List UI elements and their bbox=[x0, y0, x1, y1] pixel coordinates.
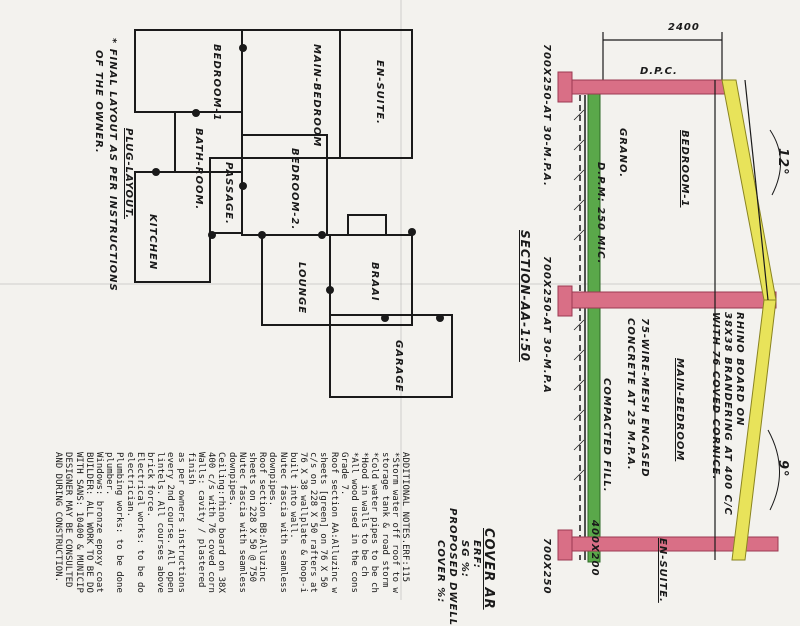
note-line: *Cold water pipes to be ch bbox=[369, 452, 380, 593]
note-line: sheets [green] on 76 X 50 bbox=[318, 452, 329, 588]
angle-arc-right bbox=[767, 429, 780, 511]
note-line: Nutec fascia with seamless bbox=[236, 452, 247, 593]
note-line: *Hood in walls to be ch bbox=[359, 452, 370, 577]
note-line: every 2nd course. All open bbox=[165, 452, 176, 593]
note-line: Plumbing works: to be done bbox=[114, 452, 125, 593]
plug-point bbox=[239, 44, 247, 52]
note-line: brick force. bbox=[145, 452, 155, 518]
room-garage bbox=[329, 314, 453, 398]
note-line: *All wood used in the cons bbox=[349, 452, 359, 593]
plug-point bbox=[258, 231, 266, 239]
plug-point bbox=[239, 182, 247, 190]
plug-point bbox=[381, 314, 389, 322]
concrete-line-2: CONCRETE AT 25 M.P.A. bbox=[625, 318, 636, 471]
roof-right bbox=[731, 299, 777, 561]
section-bedroom-1: BEDROOM-1 bbox=[679, 130, 690, 208]
footing-middle bbox=[557, 285, 573, 317]
dpc-label: D.P.C. bbox=[640, 66, 678, 77]
note-line: plumber. bbox=[104, 452, 115, 496]
note-line: built into wall. bbox=[287, 452, 298, 539]
note-line: 400 c/s with 76 coved corn bbox=[206, 452, 217, 593]
note-line: DESIGNER MAY BE CONSULTED bbox=[63, 452, 74, 588]
footing-label-1: 700X250-AT 30-M.P.A. bbox=[541, 44, 552, 187]
note-line: WITH SANS: 10400 & MUNICIP bbox=[73, 452, 84, 593]
cover-title: COVER AR bbox=[481, 528, 496, 610]
section-title: SECTION-AA-1:50 bbox=[518, 230, 532, 362]
plug-point bbox=[318, 231, 326, 239]
note-line: downpipes. bbox=[226, 452, 237, 507]
section-aa bbox=[557, 32, 781, 563]
room-chimney bbox=[347, 214, 387, 236]
note-line: Walls: cavity / plastered bbox=[196, 452, 206, 588]
angle-right-label: 9° bbox=[775, 460, 790, 478]
note-line: electrician. bbox=[124, 452, 135, 518]
plug-point bbox=[152, 168, 160, 176]
wall-middle bbox=[557, 291, 777, 309]
note-line: AND DURING CONSTRUCTION. bbox=[53, 452, 64, 583]
plug-point bbox=[192, 109, 200, 117]
note-line: c/s on 228 X 50 rafters at bbox=[308, 452, 319, 593]
fold-crease-vertical bbox=[400, 0, 402, 600]
rhino-board-line-2: 38X38 BRANDERING AT 400 C/C bbox=[722, 312, 733, 516]
note-line: storage tank & road storm bbox=[379, 452, 390, 588]
cover-line-4: COVER %: bbox=[435, 540, 446, 604]
plug-point bbox=[408, 228, 416, 236]
floor-plan bbox=[134, 29, 453, 398]
wall-left bbox=[557, 79, 729, 95]
footing-right bbox=[557, 529, 573, 561]
dpm-label: D.P.M: 250 MIC. bbox=[595, 162, 606, 265]
angle-left-label: 12° bbox=[775, 148, 790, 176]
rhino-board-line-3: WITH 76 COVED CORNICE. bbox=[710, 312, 721, 481]
fold-crease-horizontal bbox=[0, 283, 800, 285]
grano-label: GRANO. bbox=[617, 128, 628, 179]
cover-line-1: ERF: bbox=[471, 540, 482, 569]
note-line: Roof section BB:Alluzinc bbox=[257, 452, 268, 583]
note-line: Windows: bronze epoxy coat bbox=[94, 452, 104, 593]
cover-line-3: PROPOSED DWELL bbox=[447, 508, 458, 626]
dimension-label: 2400 bbox=[668, 22, 700, 33]
note-line: as per owners instructions bbox=[175, 452, 186, 593]
compacted-fill-label: COMPACTED FILL. bbox=[601, 378, 612, 493]
angle-arc-left bbox=[769, 129, 781, 196]
section-main-bedroom: MAIN-BEDROOM bbox=[674, 358, 685, 462]
note-line: Grade 7. bbox=[338, 452, 349, 496]
concrete-line-1: 75-WIRE-MESH ENCASED bbox=[639, 318, 650, 478]
footing-left bbox=[557, 71, 573, 103]
cover-line-2: SG %: bbox=[459, 540, 470, 578]
room-kitchen bbox=[134, 171, 211, 283]
note-line: Ceiling:rhino board on 38X bbox=[216, 452, 227, 593]
plug-point bbox=[326, 286, 334, 294]
note-line: lintels. All courses above bbox=[155, 452, 166, 593]
plug-point bbox=[208, 231, 216, 239]
plug-point bbox=[436, 314, 444, 322]
section-en-suite: EN-SUITE. bbox=[657, 538, 668, 603]
note-line: Electrical works: to be do bbox=[134, 452, 145, 593]
note-line: sheets on 228 X 50 @ 750 bbox=[247, 452, 257, 583]
note-line: Nutec fascia with seamless bbox=[277, 452, 288, 593]
note-line: downpipes. bbox=[267, 452, 278, 507]
elevation-tag: 400X200 bbox=[589, 520, 600, 577]
note-line: BUILDER: ALL WORK TO BE DO bbox=[83, 452, 94, 593]
note-line: 76 X 38 wallplate & hoop-i bbox=[298, 452, 308, 593]
footing-label-3: 700X250 bbox=[541, 538, 552, 595]
footing-label-2: 700X250-AT 30-M.P.A bbox=[541, 256, 552, 394]
note-line: Roof section AA:Alluzinc w bbox=[328, 452, 339, 593]
rhino-board-line-1: RHINO BOARD ON bbox=[734, 312, 745, 427]
note-line: *Storm water off roof to w bbox=[389, 452, 400, 593]
note-line: ADDITIONAL NOTES.ERF:115 bbox=[400, 452, 410, 583]
note-line: finish bbox=[185, 452, 196, 485]
